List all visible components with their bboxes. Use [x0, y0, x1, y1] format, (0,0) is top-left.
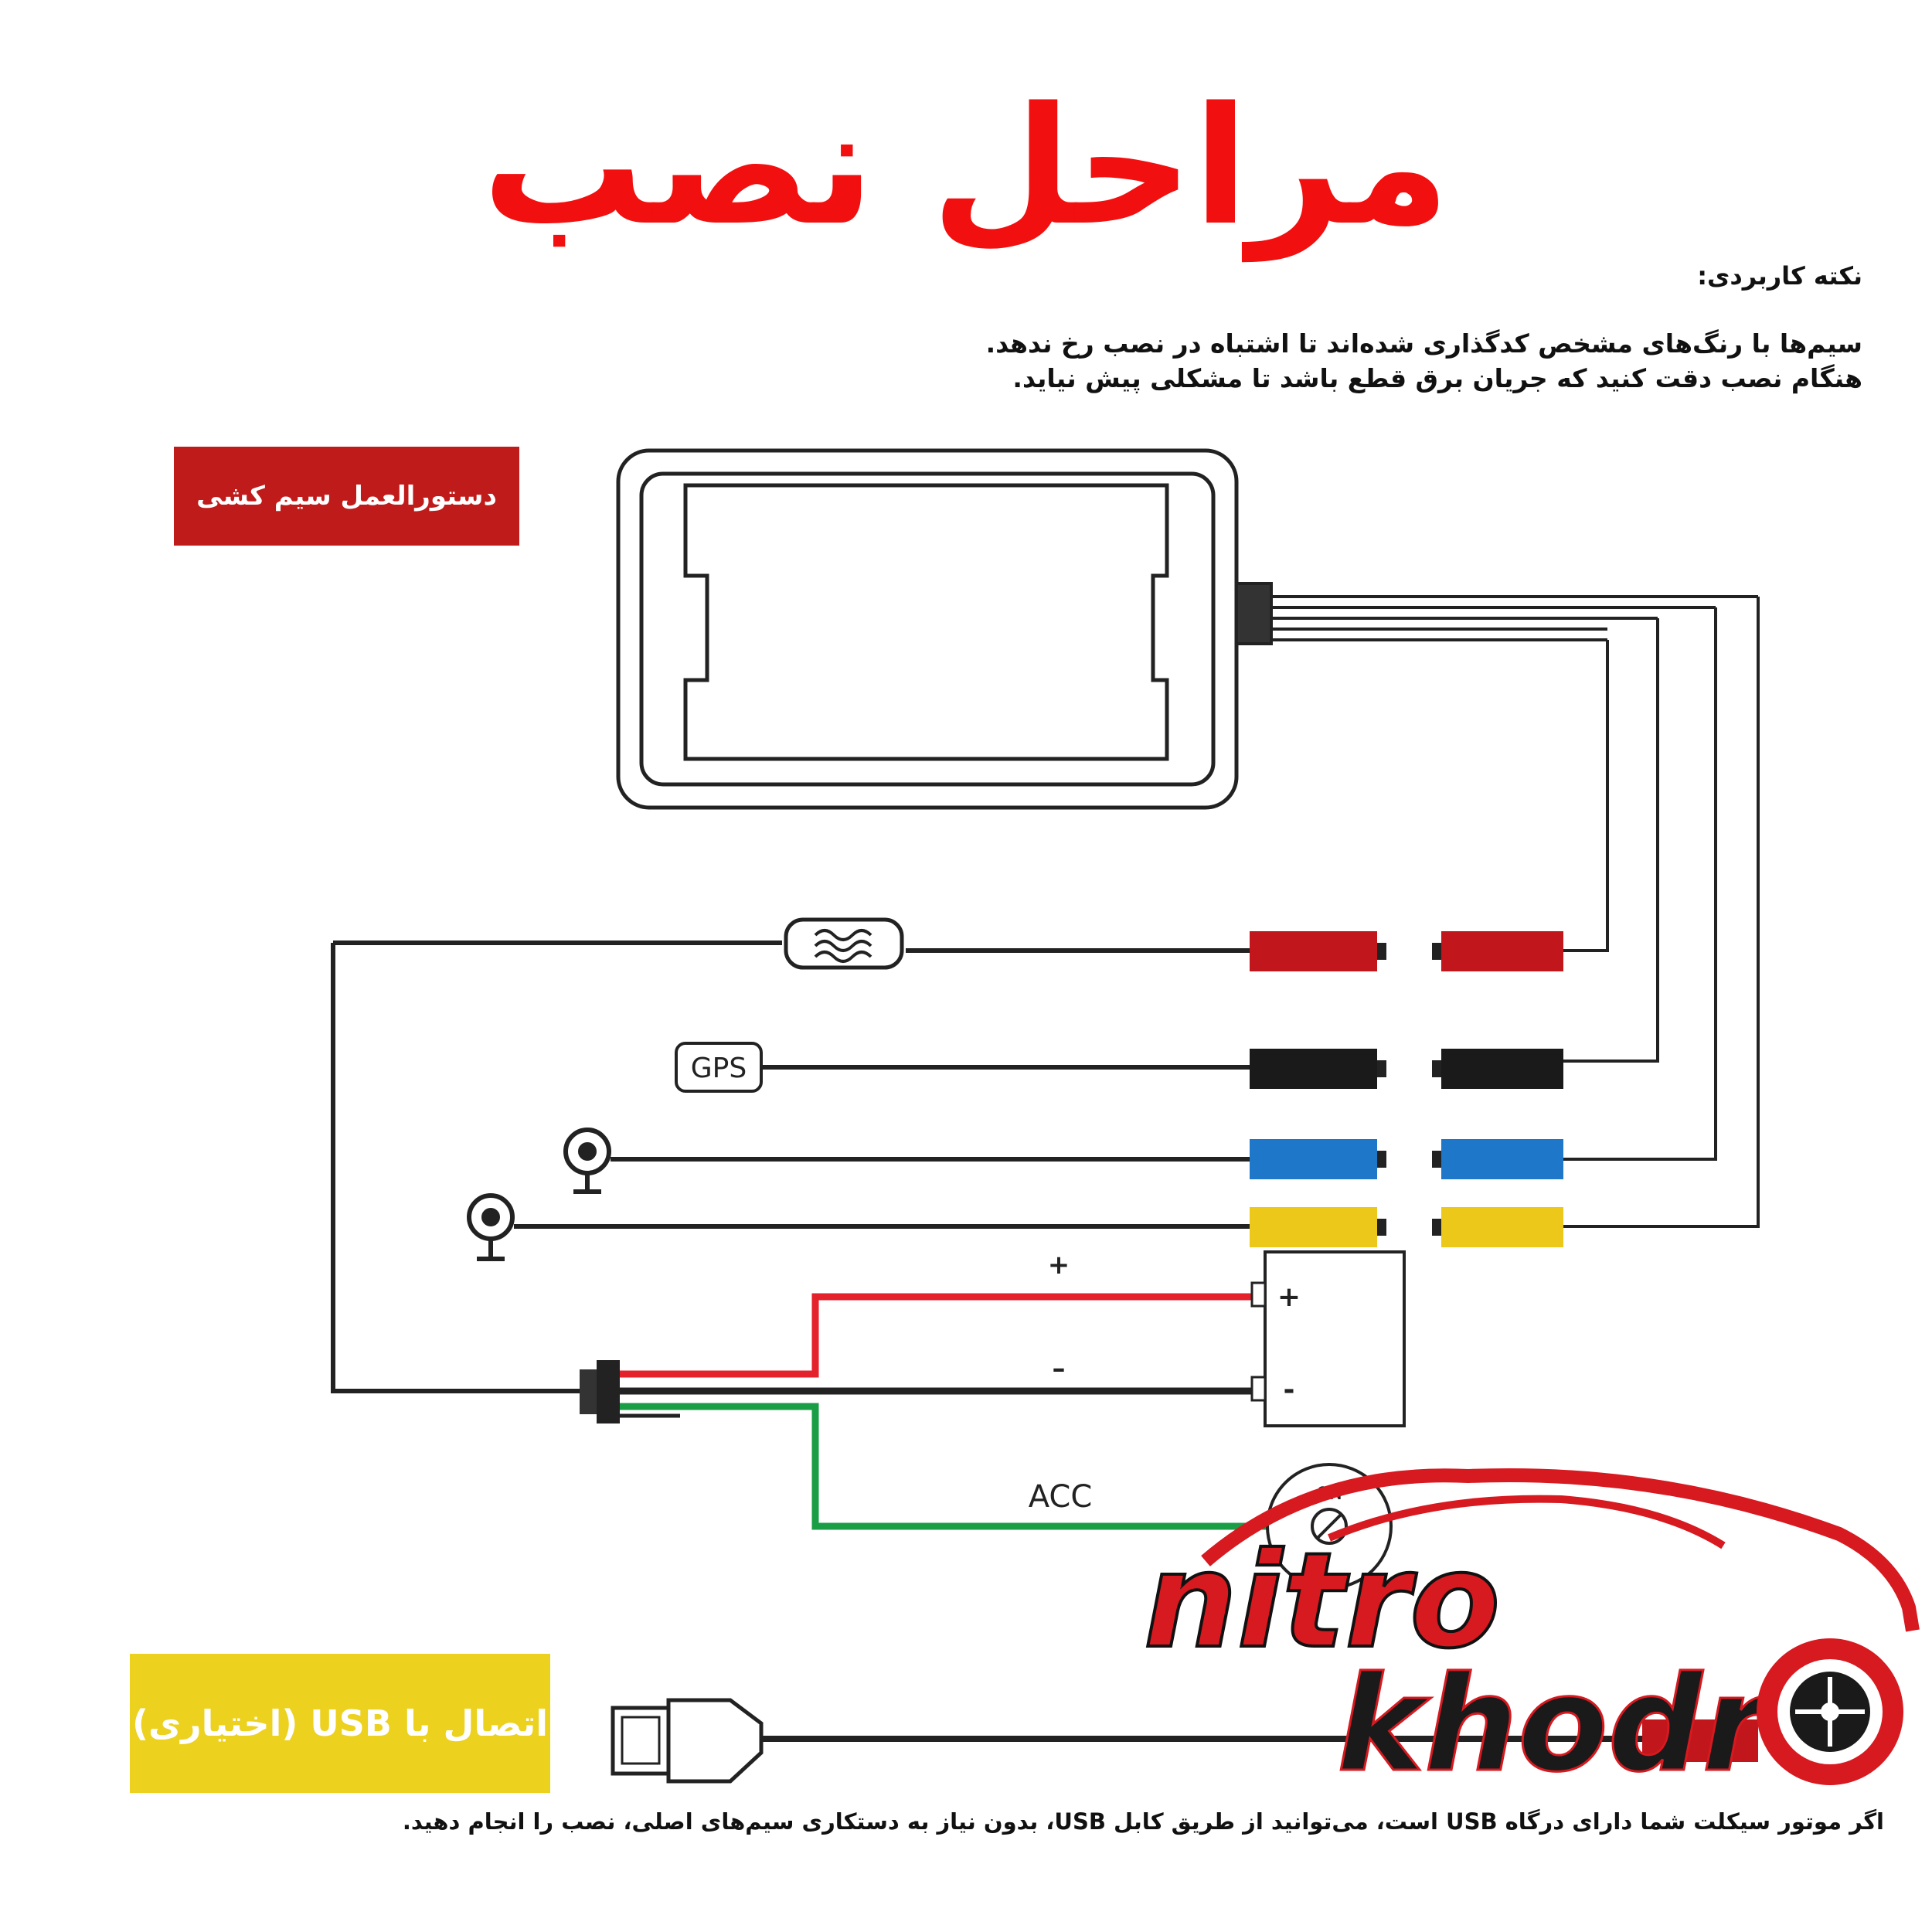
red-power-wire: [620, 1293, 1252, 1378]
usb-connector-red: [1642, 1719, 1758, 1762]
logo-line1: nitro: [1144, 1525, 1500, 1678]
connector-yellow-right: [1441, 1207, 1563, 1247]
connector-yellow-left: [1250, 1207, 1377, 1247]
rear-camera-icon: [467, 1193, 515, 1261]
note-heading: نکته کاربردی:: [1697, 261, 1862, 291]
dashcam-device: [616, 448, 1239, 810]
wire-row-black: GPS: [675, 1042, 1563, 1093]
battery-icon: + -: [1250, 1250, 1406, 1427]
note-line-2: هنگام نصب دقت کنید که جریان برق قطع باشد…: [1012, 363, 1862, 393]
connector-red-left: [1250, 931, 1377, 971]
connector-blue-left: [1250, 1139, 1377, 1179]
connector-red-right: [1441, 931, 1563, 971]
gear-icon: [1757, 1638, 1903, 1785]
wire-row-blue: [563, 1128, 1563, 1194]
acc-wire: [620, 1403, 1283, 1530]
battery-minus-label: -: [1284, 1374, 1295, 1406]
cable-bundle: [1235, 582, 1760, 1228]
usb-cable: [611, 1698, 1758, 1784]
wire-row-red: [331, 917, 1563, 1393]
usb-note: اگر موتور سیکلت شما دارای درگاه USB است،…: [402, 1808, 1884, 1835]
connector-blue-right: [1441, 1139, 1563, 1179]
page-title: مراحل نصب: [481, 72, 1451, 261]
front-camera-icon: [563, 1128, 611, 1194]
nitro-khodro-logo: nitro khodr: [1142, 1468, 1920, 1803]
note-line-1: سیم‌ها با رنگ‌های مشخص کدگذاری شده‌اند ت…: [985, 328, 1862, 359]
connector-black-right: [1441, 1049, 1563, 1089]
usb-optional-label: اتصال با USB (اختیاری): [130, 1654, 550, 1793]
logo-line2: khodr: [1337, 1648, 1774, 1801]
minus-label: –: [1053, 1353, 1066, 1384]
connector-black-left: [1250, 1049, 1377, 1089]
plus-label: +: [1048, 1250, 1070, 1281]
battery-plus-label: +: [1277, 1281, 1301, 1313]
wire-row-yellow: [467, 1193, 1563, 1261]
acc-label: ACC: [1029, 1479, 1093, 1515]
power-connector: + – ACC: [580, 1250, 1283, 1530]
wiring-instructions-label: دستورالعمل سیم کشی: [174, 447, 519, 546]
gps-label: GPS: [691, 1053, 747, 1084]
